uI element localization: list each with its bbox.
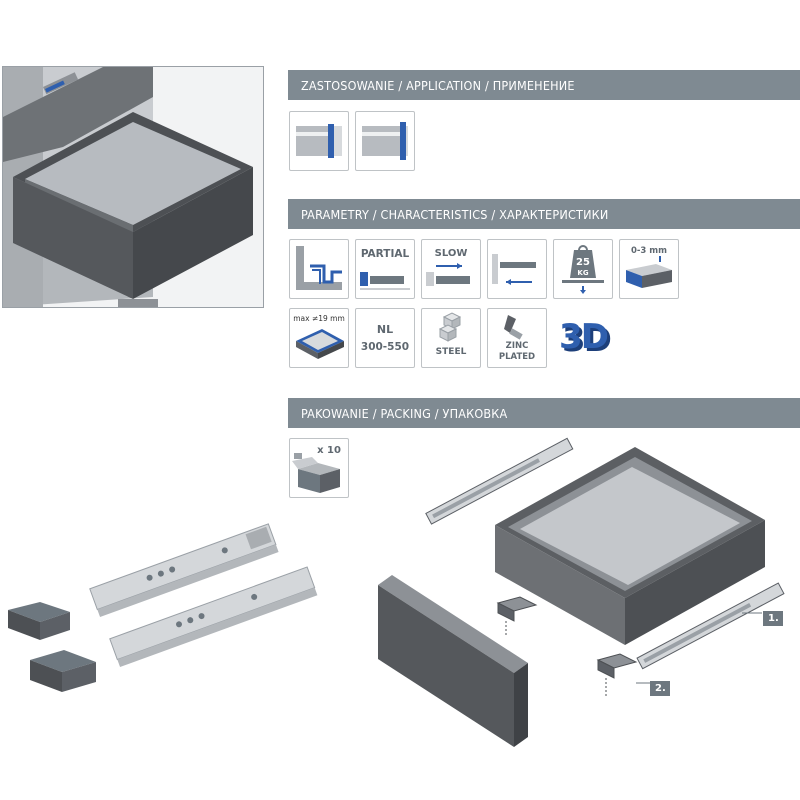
drawer-box (495, 447, 765, 645)
load-capacity-icon: 25 KG (553, 239, 613, 299)
zinc-label-line2: PLATED (498, 352, 536, 362)
panel-thickness-label: max ≠19 mm (293, 314, 345, 323)
runners-and-clips-photo (8, 523, 318, 692)
slow-label: SLOW (434, 248, 468, 259)
push-pull-extension-icon (487, 239, 547, 299)
clip-upper-diagram (496, 596, 538, 637)
load-unit: KG (577, 269, 589, 277)
section-header-packing: PAKOWANIE / PACKING / УПАКОВКА (288, 398, 800, 428)
nominal-length-icon: NL 300-550 (355, 308, 415, 368)
clip-lower-diagram (596, 653, 638, 697)
runner-left-diagram (425, 437, 574, 525)
partial-label: PARTIAL (360, 248, 410, 260)
packing-qty: x 10 (317, 445, 341, 456)
front-panel (378, 575, 528, 747)
locking-clip-1 (8, 602, 70, 640)
zinc-plated-icon: ZINC PLATED (487, 308, 547, 368)
steel-label: STEEL (435, 347, 467, 357)
zinc-label-line1: ZINC (505, 341, 529, 351)
undermount-profile-icon (289, 239, 349, 299)
section-header-application: ZASTOSOWANIE / APPLICATION / ПРИМЕНЕНИЕ (288, 70, 800, 100)
runner-right-diagram (636, 582, 785, 670)
load-value: 25 (576, 257, 590, 268)
three-d-adjustment-icon: 3D (553, 308, 613, 368)
panel-thickness-icon: max ≠19 mm (289, 308, 349, 368)
application-overlay-panel-icon (355, 111, 415, 171)
nl-range: 300-550 (360, 341, 410, 353)
soft-close-slow-icon: SLOW (421, 239, 481, 299)
cabinet-drawer-illustration (3, 67, 263, 307)
runner-lower (109, 566, 318, 668)
section-header-parameters: PARAMETRY / CHARACTERISTICS / ХАРАКТЕРИС… (288, 199, 800, 229)
packing-quantity-icon: x 10 (289, 438, 349, 498)
three-d-label: 3D (559, 317, 609, 357)
nl-title: NL (376, 323, 394, 336)
partial-extension-icon: PARTIAL (355, 239, 415, 299)
gap-label: 0-3 mm (630, 246, 668, 256)
step-label-1: 1. (763, 611, 783, 626)
locking-clip-2 (30, 650, 96, 692)
application-inset-panel-icon (289, 111, 349, 171)
steel-material-icon: STEEL (421, 308, 481, 368)
runner-upper (89, 523, 279, 618)
step-label-2: 2. (650, 681, 670, 696)
drawer-assembly-diagram (378, 437, 785, 747)
cabinet-drawer-render (2, 66, 264, 308)
front-adjustment-gap-icon: 0-3 mm (619, 239, 679, 299)
